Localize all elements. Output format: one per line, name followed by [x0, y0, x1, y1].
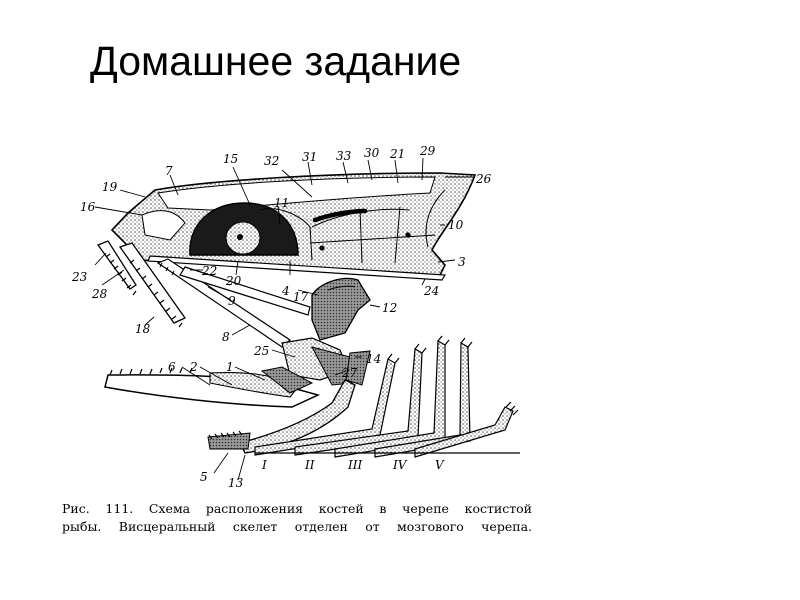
bone-label-14: 14	[366, 352, 381, 366]
bone-label-26: 26	[475, 172, 492, 186]
bone-label-29: 29	[419, 144, 436, 158]
figure-caption: Рис. 111. Схема расположения костей в че…	[62, 500, 532, 536]
bone-label-15: 15	[223, 152, 238, 166]
bone-label-7: 7	[165, 164, 173, 178]
bone-label-25: 25	[253, 344, 269, 358]
bone-label-1: 1	[226, 360, 234, 374]
bone-label-6: 6	[168, 360, 176, 374]
bone-label-2: 2	[189, 360, 198, 374]
caption-line-1: Рис. 111. Схема расположения костей в че…	[62, 500, 532, 518]
bone-label-5: 5	[200, 470, 208, 484]
bone-label-18: 18	[135, 322, 151, 336]
bone-label-10: 10	[448, 218, 464, 232]
bone-label-22: 22	[201, 264, 217, 278]
bone-label-19: 19	[102, 180, 118, 194]
bone-label-31: 31	[302, 150, 317, 164]
gill-arch-label-3: III	[347, 458, 362, 472]
bone-label-33: 33	[336, 149, 352, 163]
bone-label-27: 27	[341, 366, 358, 380]
bone-label-24: 24	[423, 284, 439, 298]
bone-label-3: 3	[458, 255, 466, 269]
caption-line-2: рыбы. Висцеральный скелет отделен от моз…	[62, 518, 532, 536]
bone-label-4: 4	[281, 284, 290, 298]
bone-label-17: 17	[293, 290, 309, 304]
bone-label-12: 12	[382, 301, 397, 315]
bone-label-23: 23	[71, 270, 88, 284]
bone-label-13: 13	[228, 476, 244, 490]
bone-label-16: 16	[80, 200, 96, 214]
bone-label-28: 28	[91, 287, 108, 301]
bone-label-8: 8	[222, 330, 230, 344]
bone-label-9: 9	[228, 294, 236, 308]
bone-label-20: 20	[225, 274, 242, 288]
bone-label-30: 30	[364, 146, 380, 160]
bone-label-21: 21	[389, 147, 405, 161]
gill-arch-label-5: V	[435, 458, 445, 472]
gill-arch-label-2: II	[304, 458, 315, 472]
bone-label-32: 32	[264, 154, 279, 168]
gill-arch-label-1: I	[261, 458, 267, 472]
hyomandibular	[312, 278, 370, 340]
bone-label-11: 11	[274, 196, 289, 210]
slide-title: Домашнее задание	[90, 38, 461, 85]
gill-arch-label-4: IV	[392, 458, 408, 472]
